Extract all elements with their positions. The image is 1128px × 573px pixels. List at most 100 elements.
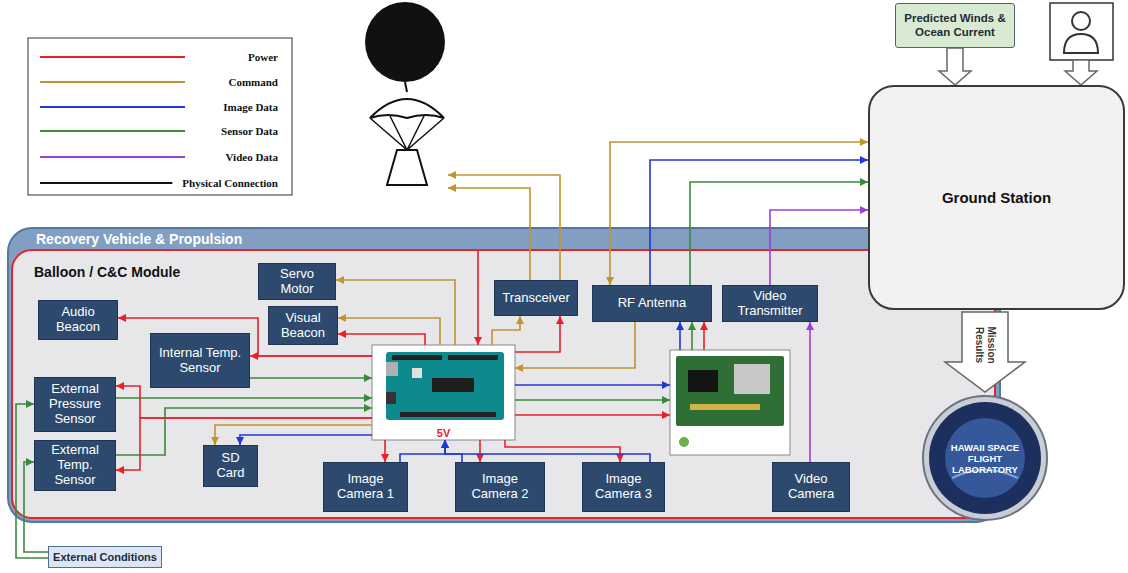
controller-pcb: [386, 352, 504, 420]
legend-line: [40, 106, 185, 108]
logo-ring: [929, 402, 1041, 514]
node-label: 5V: [437, 427, 450, 439]
legend-entry: Video Data: [28, 148, 285, 166]
legend-line: [40, 81, 185, 83]
node-label: External Conditions: [53, 551, 157, 563]
power-line: [384, 440, 386, 462]
component-box: Audio Beacon: [38, 300, 118, 340]
legend-text: Command: [228, 75, 278, 89]
legend-text: Sensor Data: [221, 124, 278, 138]
node-label: Visual Beacon: [273, 311, 333, 341]
legend-frame: [28, 38, 292, 195]
power-line: [338, 334, 425, 345]
node-label: Image Camera 3: [587, 472, 660, 502]
legend-text: Video Data: [226, 150, 278, 164]
node-label: Audio Beacon: [43, 305, 113, 335]
parachute: [370, 99, 444, 118]
node-label: Ground Station: [942, 189, 1051, 207]
sensor-data-line: [116, 397, 372, 399]
component-box: Video Transmitter: [722, 285, 818, 322]
component-box: Internal Temp. Sensor: [150, 333, 250, 388]
command-line: [610, 142, 868, 285]
vehicle-band: Recovery Vehicle & PropulsionBalloon / C…: [8, 228, 1000, 522]
component-box: RF Antenna: [592, 285, 712, 322]
node-label: Balloon / C&C Module: [34, 264, 180, 280]
arrow-label: Mission Results: [973, 315, 997, 375]
command-line: [215, 425, 372, 445]
header: [448, 355, 498, 360]
operator-head: [1072, 12, 1090, 30]
logo-text: HAWAII SPACE FLIGHT LABORATORY: [943, 442, 1027, 475]
legend-entry: Sensor Data: [28, 122, 285, 140]
power-line: [477, 250, 479, 345]
chip: [432, 378, 474, 392]
legend-entry: Command: [28, 73, 285, 91]
legend-entry: Power: [28, 48, 285, 66]
operator-box: [1050, 3, 1113, 60]
image-data-line: [650, 160, 868, 285]
header: [392, 355, 442, 360]
legend-entry: Physical Connection: [28, 174, 285, 192]
node-label: External Pressure Sensor: [39, 382, 111, 427]
sensor-wire: [691, 322, 693, 350]
node-label: Internal Temp. Sensor: [155, 346, 245, 376]
balloon: [365, 2, 445, 82]
component-box: Image Camera 1: [323, 462, 408, 512]
legend-text: Power: [248, 50, 278, 64]
node-label: Image Camera 1: [328, 472, 403, 502]
component-box: Image Camera 3: [582, 462, 665, 512]
image-data-line: [400, 440, 445, 462]
video-data-line: [770, 210, 868, 285]
image-wire: [679, 322, 681, 350]
connector-strip: [690, 404, 760, 410]
power-line: [479, 440, 481, 462]
node-label: Recovery Vehicle & Propulsion: [36, 231, 242, 247]
node-label: Video Transmitter: [727, 289, 813, 319]
power-jack: [386, 392, 396, 404]
component-box: External Pressure Sensor: [34, 377, 116, 432]
payload: [387, 150, 427, 185]
node-label: RF Antenna: [618, 296, 687, 311]
parachute-lines: [370, 116, 444, 150]
legend-text: Physical Connection: [182, 176, 278, 190]
image-data-line: [445, 440, 462, 462]
command-line: [492, 316, 520, 345]
component-box: Video Camera: [772, 462, 850, 512]
component-box: Visual Beacon: [268, 306, 338, 345]
component-box: External Temp. Sensor: [34, 440, 116, 491]
power-wire: [703, 322, 705, 350]
command-wire: [448, 175, 560, 280]
node-label: Transceiver: [502, 291, 569, 306]
controller-frame: [372, 345, 515, 440]
sensor-data-line: [690, 182, 868, 285]
image-data-line: [240, 435, 372, 445]
command-wire: [448, 188, 530, 280]
block-arrow: [939, 48, 971, 85]
node-label: Image Camera 2: [460, 472, 540, 502]
command-line: [515, 322, 635, 368]
station-box: Ground Station: [868, 85, 1125, 310]
header: [400, 412, 496, 417]
module-ground: [12, 250, 995, 518]
computer-frame: [670, 350, 790, 455]
block-arrow: [1065, 60, 1097, 85]
chip: [734, 364, 770, 394]
image-wire: [515, 384, 670, 386]
node-label: Predicted Winds & Ocean Current: [902, 12, 1008, 40]
legend-line: [40, 130, 185, 132]
node-label: Video Camera: [777, 472, 845, 502]
balloon-tether: [405, 82, 407, 92]
legend-entry: Image Data: [28, 98, 285, 116]
component-box: Image Camera 2: [455, 462, 545, 512]
power-line: [116, 386, 372, 418]
legend-line: [40, 156, 185, 158]
image-data-line: [445, 440, 650, 462]
legend-sample: [28, 48, 285, 66]
video-data-line: [809, 322, 811, 462]
logo-rim: [923, 396, 1047, 520]
module-box: Balloon / C&C Module Servo MotorVisual Be…: [12, 250, 995, 518]
maker-logo: [679, 437, 689, 447]
node-label: Servo Motor: [263, 267, 331, 297]
node-label: External Temp. Sensor: [39, 443, 111, 488]
sensor-data-line: [250, 377, 372, 379]
